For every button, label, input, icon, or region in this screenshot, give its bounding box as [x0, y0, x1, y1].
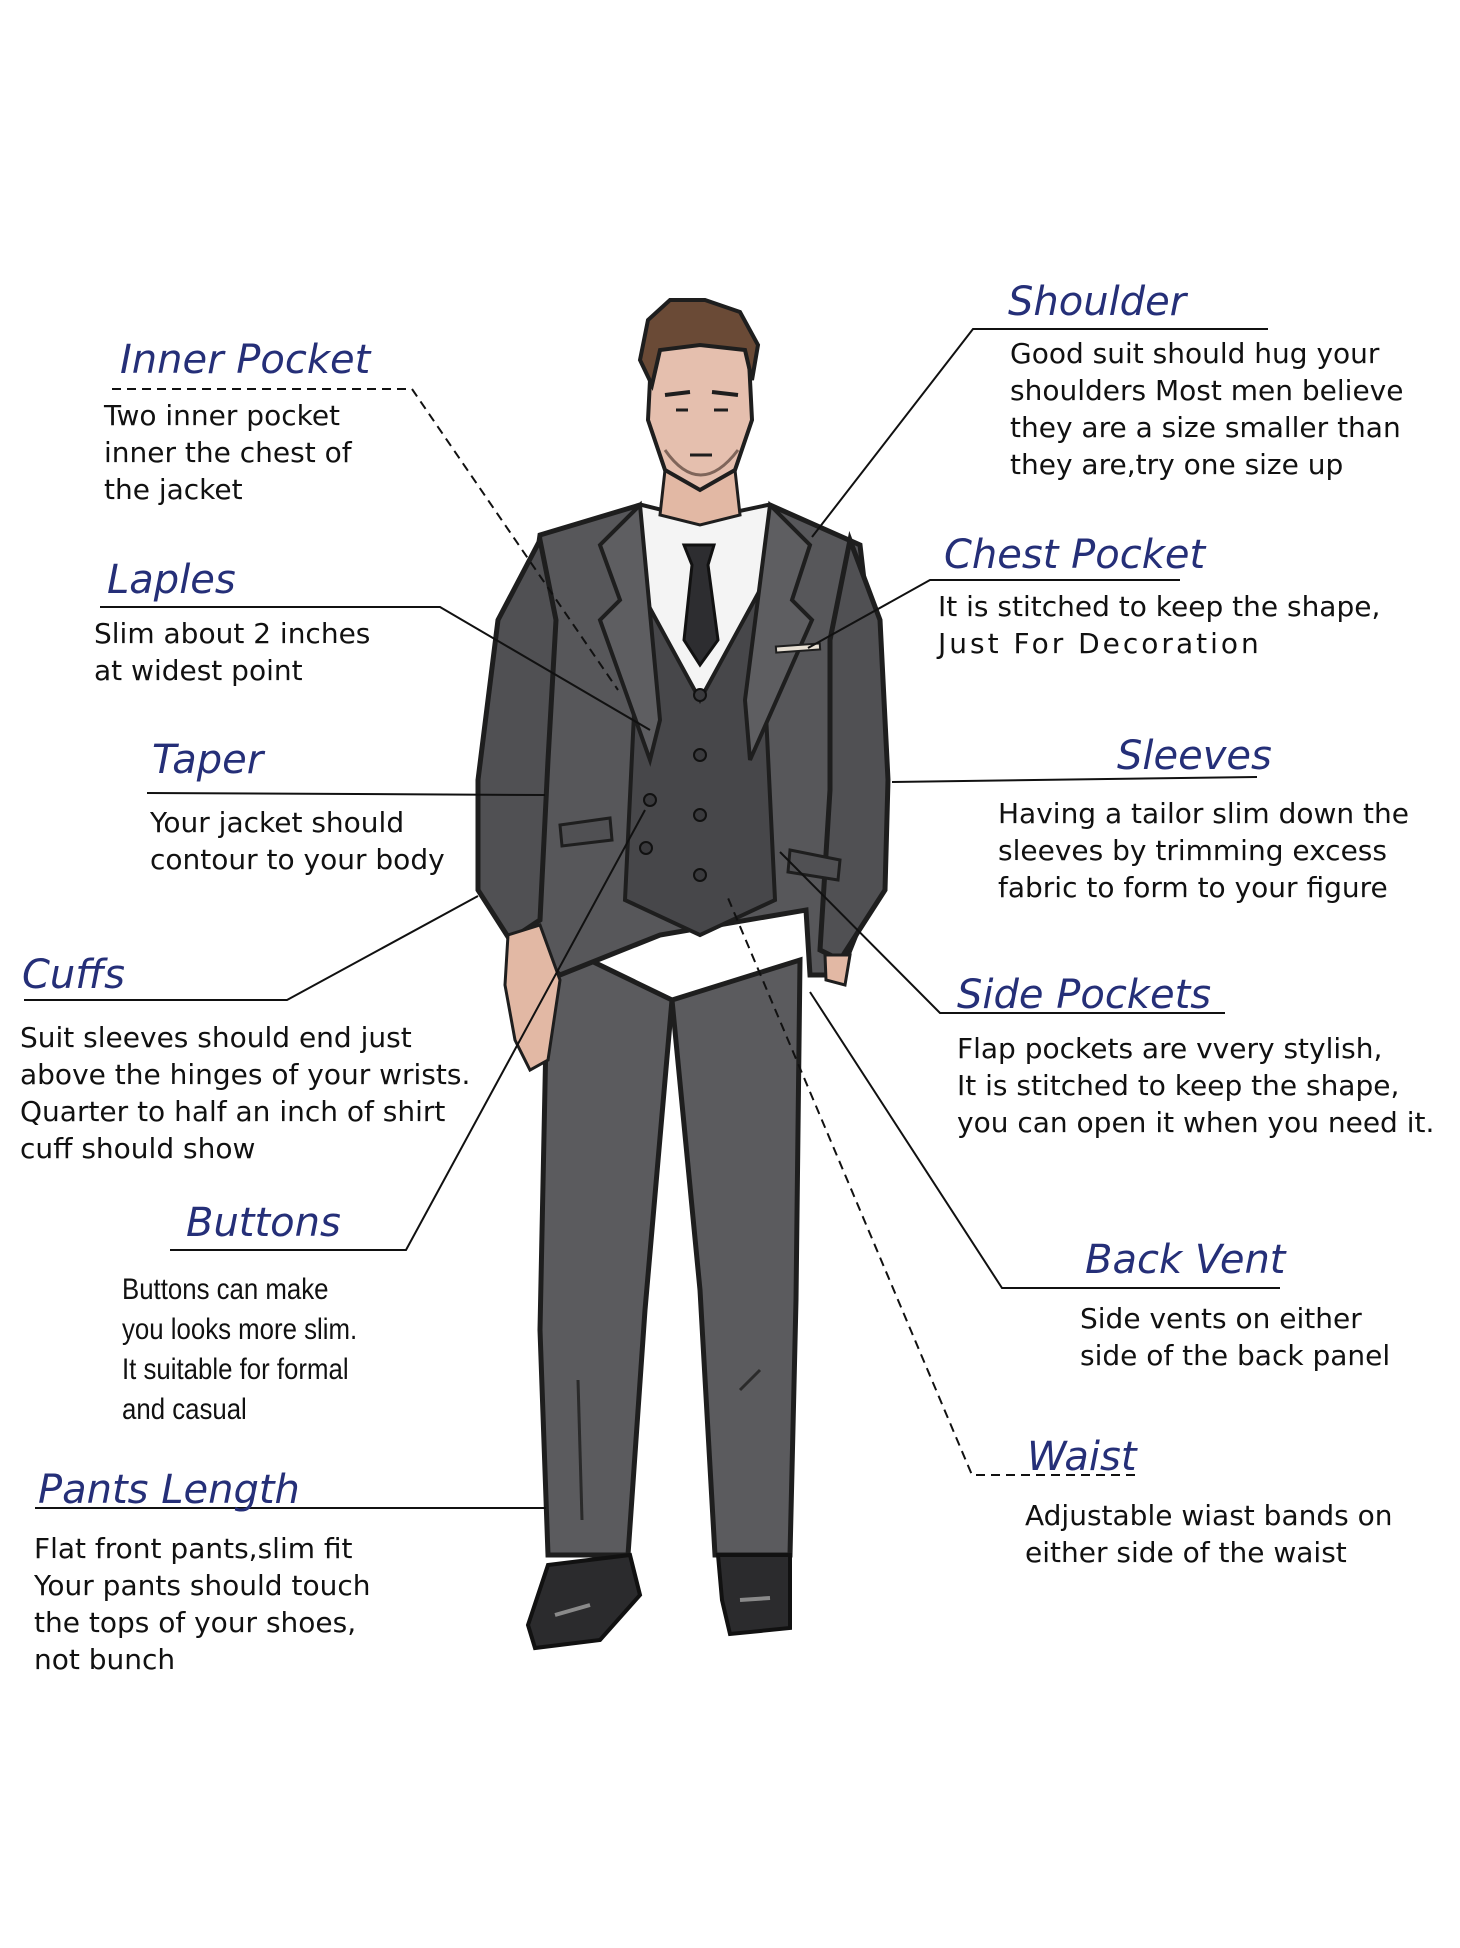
- desc-line: inner the chest of: [104, 436, 352, 469]
- tie: [681, 543, 720, 668]
- desc-line: the tops of your shoes,: [34, 1606, 357, 1639]
- label-desc-waist: Adjustable wiast bands on either side of…: [1025, 1497, 1393, 1571]
- pocket-square: [774, 642, 822, 654]
- desc-line: fabric to form to your figure: [998, 871, 1388, 904]
- label-title-cuffs: Cuffs: [22, 952, 125, 998]
- label-desc-buttons: Buttons can make you looks more slim. It…: [122, 1270, 357, 1430]
- desc-line: cuff should show: [20, 1132, 256, 1165]
- label-title-inner-pocket: Inner Pocket: [120, 337, 371, 383]
- desc-line: Good suit should hug your: [1010, 337, 1380, 370]
- face: [645, 338, 755, 493]
- leader-inner-pocket: [112, 388, 619, 691]
- desc-line: at widest point: [94, 654, 303, 687]
- desc-line: contour to your body: [150, 843, 445, 876]
- label-desc-laples: Slim about 2 inches at widest point: [94, 615, 370, 689]
- label-desc-inner-pocket: Two inner pocket inner the chest of the …: [104, 397, 352, 508]
- leader-laples: [100, 606, 651, 731]
- desc-line: you looks more slim.: [122, 1313, 358, 1346]
- desc-line: above the hinges of your wrists.: [20, 1058, 471, 1091]
- leader-back-vent: [809, 991, 1280, 1289]
- desc-line: Buttons can make: [122, 1273, 329, 1306]
- trousers-left-leg: [537, 936, 675, 1558]
- label-desc-side-pockets: Flap pockets are vvery stylish, It is st…: [957, 1030, 1434, 1141]
- desc-line: Side vents on either: [1080, 1302, 1362, 1335]
- trousers-right-leg: [669, 956, 803, 1558]
- label-title-buttons: Buttons: [186, 1200, 341, 1246]
- leader-shoulder: [811, 328, 1268, 538]
- desc-line: Just For Decoration: [938, 627, 1262, 660]
- desc-line: It is stitched to keep the shape,: [957, 1069, 1400, 1102]
- desc-line: Adjustable wiast bands on: [1025, 1499, 1393, 1532]
- vest-button-2: [693, 748, 707, 762]
- label-title-taper: Taper: [152, 737, 264, 783]
- label-title-shoulder: Shoulder: [1008, 279, 1187, 325]
- desc-line: Two inner pocket: [104, 399, 341, 432]
- leader-side-pockets: [779, 851, 1225, 1014]
- right-hand: [823, 953, 852, 987]
- label-desc-chest-pocket: It is stitched to keep the shape, Just F…: [938, 588, 1380, 662]
- jacket-left-sleeve: [475, 532, 559, 944]
- desc-line: the jacket: [104, 473, 243, 506]
- jacket-button-1: [643, 793, 657, 807]
- label-title-pants-length: Pants Length: [38, 1467, 300, 1513]
- leader-chest-pocket: [807, 579, 1180, 649]
- vest-button-4: [693, 868, 707, 882]
- desc-line: Your jacket should: [150, 806, 405, 839]
- desc-line: Slim about 2 inches: [94, 617, 371, 650]
- desc-line: Flat front pants,slim fit: [34, 1532, 353, 1565]
- desc-line: they are a size smaller than: [1010, 411, 1401, 444]
- leader-cuffs: [24, 895, 479, 1001]
- desc-line: you can open it when you need it.: [957, 1106, 1435, 1139]
- leader-lines: [24, 328, 1280, 1509]
- desc-line: Quarter to half an inch of shirt: [20, 1095, 446, 1128]
- vest-button-1: [693, 688, 707, 702]
- label-desc-sleeves: Having a tailor slim down the sleeves by…: [998, 795, 1409, 906]
- desc-line: not bunch: [34, 1643, 176, 1676]
- vest-button-3: [693, 808, 707, 822]
- leader-sleeves: [891, 776, 1258, 783]
- right-lapel: [742, 500, 815, 761]
- right-shoe: [715, 1553, 792, 1637]
- desc-line: and casual: [122, 1393, 247, 1426]
- label-desc-pants-length: Flat front pants,slim fit Your pants sho…: [34, 1530, 370, 1678]
- label-title-sleeves: Sleeves: [1117, 733, 1272, 779]
- desc-line: either side of the waist: [1025, 1536, 1347, 1569]
- leader-taper: [146, 792, 546, 796]
- left-lapel: [597, 500, 663, 767]
- desc-line: they are,try one size up: [1010, 448, 1344, 481]
- jacket-button-2: [639, 841, 653, 855]
- label-desc-cuffs: Suit sleeves should end just above the h…: [20, 1019, 470, 1167]
- desc-line: It is stitched to keep the shape,: [938, 590, 1381, 623]
- left-shoe: [525, 1552, 643, 1651]
- label-desc-shoulder: Good suit should hug your shoulders Most…: [1010, 335, 1403, 483]
- label-title-side-pockets: Side Pockets: [957, 972, 1212, 1018]
- desc-line: Flap pockets are vvery stylish,: [957, 1032, 1383, 1065]
- desc-line: side of the back panel: [1080, 1339, 1391, 1372]
- desc-line: shoulders Most men believe: [1010, 374, 1404, 407]
- leader-buttons: [170, 809, 646, 1251]
- hair: [637, 298, 761, 392]
- man-figure: [475, 298, 891, 1651]
- desc-line: Having a tailor slim down the: [998, 797, 1410, 830]
- label-title-chest-pocket: Chest Pocket: [944, 532, 1206, 578]
- desc-line: Suit sleeves should end just: [20, 1021, 412, 1054]
- label-desc-taper: Your jacket should contour to your body: [150, 804, 445, 878]
- desc-line: sleeves by trimming excess: [998, 834, 1387, 867]
- desc-line: It suitable for formal: [122, 1353, 349, 1386]
- desc-line: Your pants should touch: [34, 1569, 371, 1602]
- label-title-back-vent: Back Vent: [1085, 1237, 1286, 1283]
- label-title-waist: Waist: [1027, 1434, 1137, 1480]
- left-hand: [503, 923, 562, 1073]
- label-desc-back-vent: Side vents on either side of the back pa…: [1080, 1300, 1390, 1374]
- label-title-laples: Laples: [107, 557, 236, 603]
